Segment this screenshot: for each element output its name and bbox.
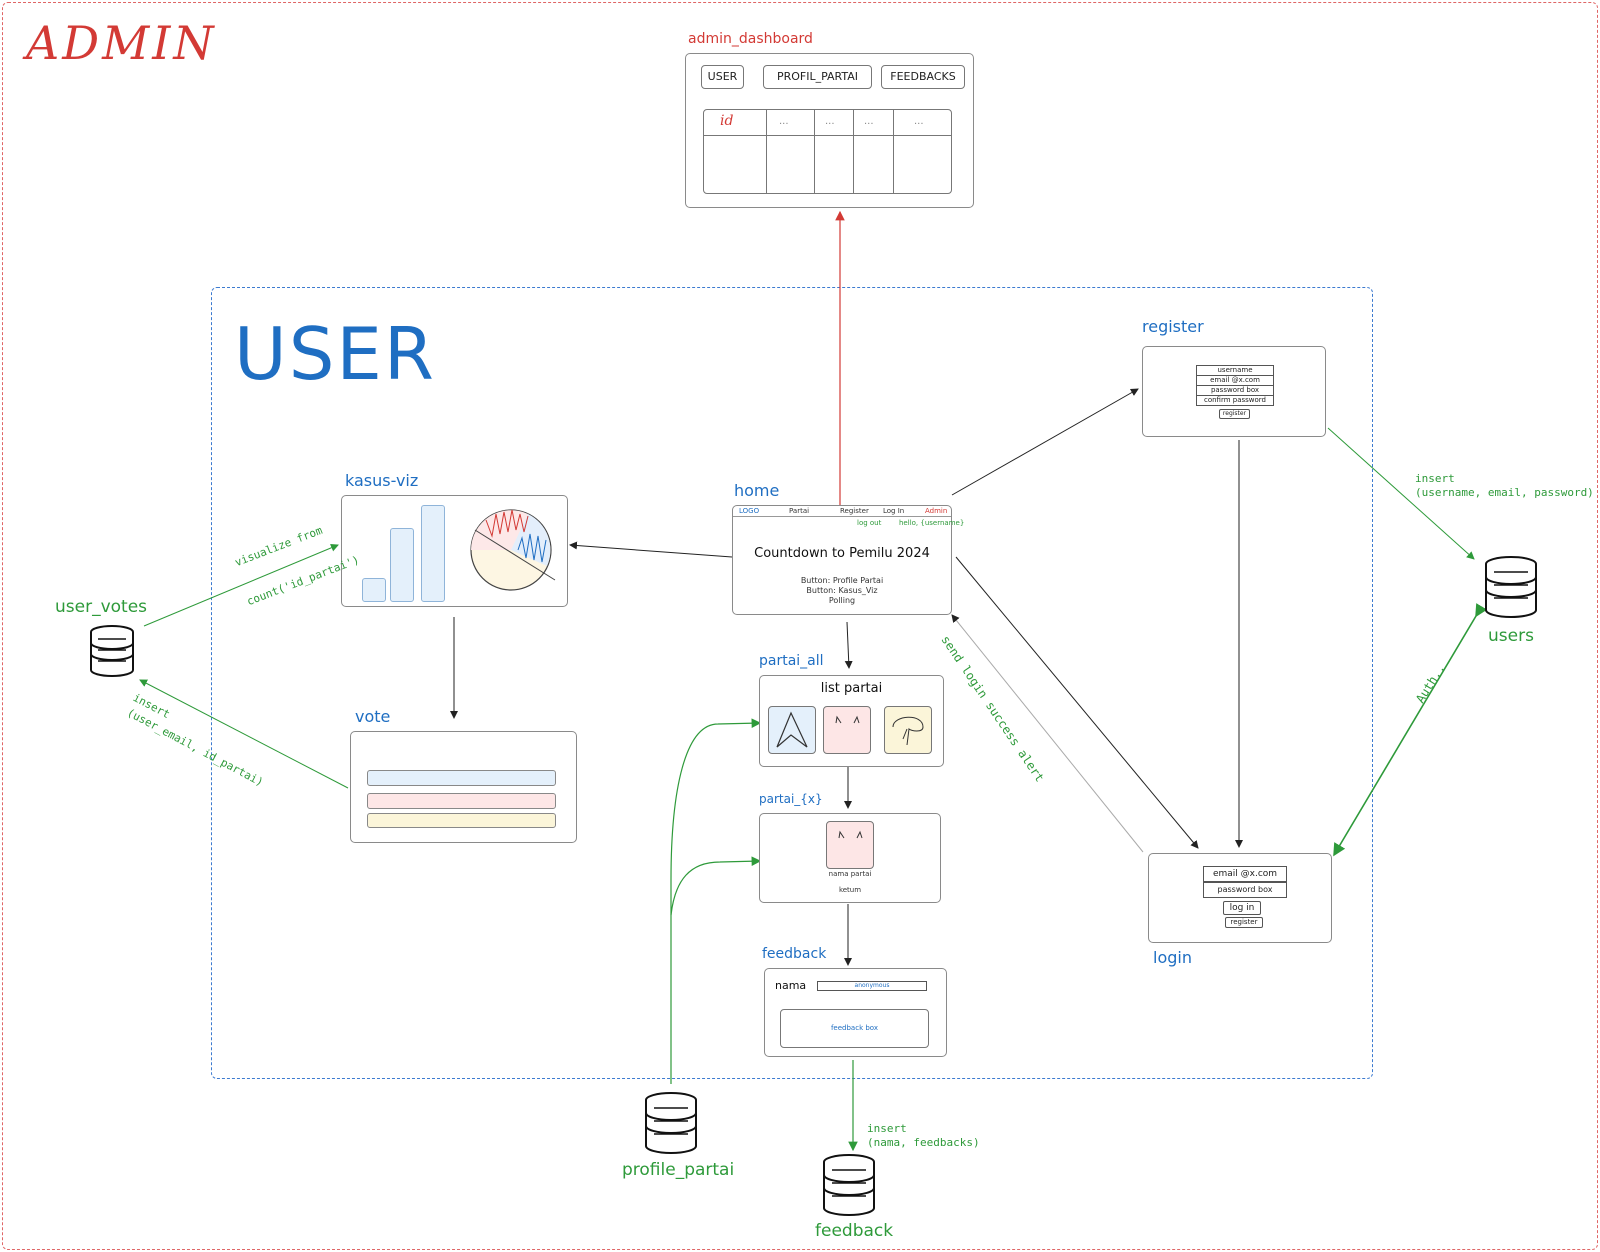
home-nav-login[interactable]: Log In [883,507,905,515]
table-header-col: ... [864,116,874,127]
partai-card[interactable] [823,706,871,754]
db-users-label: users [1488,626,1534,646]
feedback-form-label: feedback [762,946,827,962]
admin-title: ADMIN [26,16,217,70]
admin-dashboard-label: admin_dashboard [688,31,813,47]
annotation-insert-feedback: insert [867,1122,907,1135]
login-label: login [1153,948,1192,967]
arrow-home-login [955,556,1199,849]
arrow-users-login [1333,603,1488,857]
kasus-viz-label: kasus-viz [345,471,419,490]
admin-dashboard-screen: USER PROFIL_PARTAI FEEDBACKS id ... ... … [685,53,974,208]
feedback-box[interactable]: feedback box [780,1009,929,1048]
home-nav-admin[interactable]: Admin [925,507,948,515]
party-logo-icon [838,830,863,839]
vote-screen [350,731,577,843]
login-screen: email @x.com password box log in registe… [1148,853,1332,943]
db-feedback-label: feedback [815,1221,894,1241]
party-logo-icon [892,716,924,746]
user-title: USER [234,312,436,396]
arrow-profilepartai-partaix [670,856,762,916]
chart-bar [421,505,445,602]
party-logo-icon [835,715,860,724]
login-password-field[interactable]: password box [1203,882,1287,898]
partai-x-screen: nama partai ketum [759,813,941,903]
table-header-id: id [720,113,734,129]
partai-x-name: nama partai [828,870,872,878]
table-header-col: ... [779,116,789,127]
vote-label: vote [355,707,391,726]
register-confirm-field[interactable]: confirm password [1196,395,1274,406]
kasus-viz-screen [341,495,568,607]
arrow-uservotes-kasusviz [143,544,339,627]
home-nav-logout[interactable]: log out [857,519,882,527]
arrow-home-partaiall [844,621,853,669]
admin-tab-feedbacks[interactable]: FEEDBACKS [881,65,965,89]
home-nav-register[interactable]: Register [840,507,869,515]
arrow-login-home [951,614,1144,853]
login-email-field[interactable]: email @x.com [1203,866,1287,882]
annotation-insert-users-fields: (username, email, password) [1415,486,1594,499]
arrow-vote-uservotes [139,679,349,789]
home-nav-partai[interactable]: Partai [789,507,810,515]
partai-x-logo [826,821,874,869]
pie-sketch [470,509,556,591]
table-header-col: ... [825,116,835,127]
partai-all-label: partai_all [759,653,824,669]
db-profile-partai-label: profile_partai [622,1160,735,1180]
home-screen: LOGO Partai Register Log In Admin log ou… [732,505,964,615]
chart-bar [390,528,414,602]
register-button[interactable]: register [1219,409,1250,419]
admin-tab-user[interactable]: USER [701,65,744,89]
partai-all-screen: list partai [759,675,944,767]
home-headline: Countdown to Pemilu 2024 [754,546,930,561]
register-screen: username email @x.com password box confi… [1142,346,1326,437]
party-logo-icon [776,711,808,748]
home-nav-hello: hello, {username} [899,519,965,527]
arrow-home-register [951,388,1139,496]
partai-all-title: list partai [820,681,883,696]
admin-tab-profil-partai[interactable]: PROFIL_PARTAI [763,65,872,89]
home-line[interactable]: Polling [828,596,856,605]
partai-x-ketum: ketum [838,886,862,894]
home-line[interactable]: Button: Profile Partai [800,576,884,585]
login-register-button[interactable]: register [1225,917,1263,928]
home-nav-logo[interactable]: LOGO [739,507,760,515]
partai-card[interactable] [768,706,816,754]
db-user-votes-label: user_votes [55,597,148,617]
chart-bar [362,578,386,602]
annotation-insert-users: insert [1415,472,1455,485]
register-label: register [1142,317,1204,336]
feedback-nama-label: nama [775,979,807,992]
partai-card[interactable] [884,706,932,754]
login-button[interactable]: log in [1223,901,1261,915]
vote-option-bar[interactable] [367,770,556,786]
annotation-insert-feedback-fields: (nama, feedbacks) [867,1136,980,1149]
vote-option-bar[interactable] [367,793,556,809]
arrow-register-users [1327,427,1475,560]
partai-x-label: partai_{x} [759,792,823,806]
home-line[interactable]: Button: Kasus_Viz [806,586,878,595]
arrow-profilepartai-partaiall [670,718,762,1084]
home-label: home [734,481,780,500]
admin-data-table: id ... ... ... ... [703,109,952,194]
arrow-home-kasusviz [569,541,733,558]
vote-option-bar[interactable] [367,813,556,828]
feedback-form-screen: nama anonymous feedback box [764,968,947,1057]
table-header-col: ... [914,116,924,127]
feedback-nama-input[interactable]: anonymous [817,981,927,991]
